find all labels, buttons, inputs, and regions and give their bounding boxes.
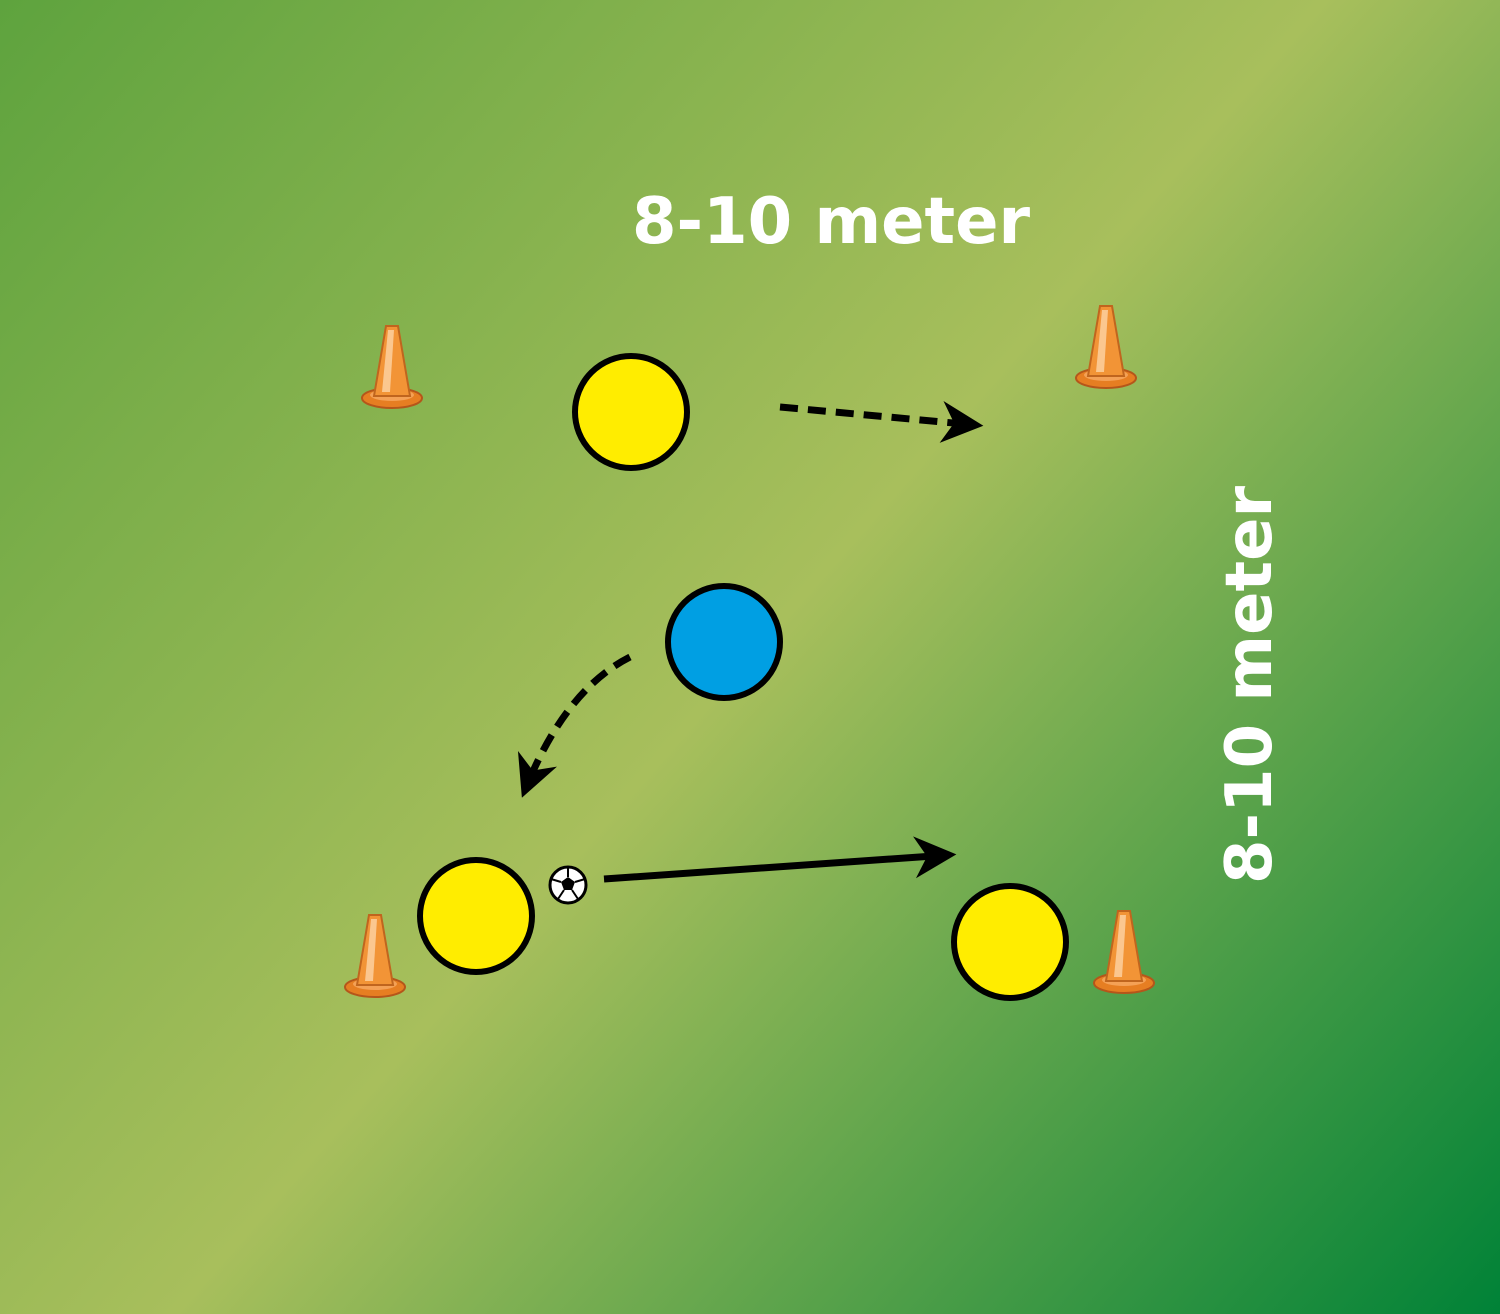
distance-label-horizontal: 8-10 meter — [632, 185, 1031, 259]
ball-icon — [548, 865, 588, 905]
blue-player-center — [665, 583, 783, 701]
distance-label-vertical: 8-10 meter — [1213, 485, 1287, 885]
yellow-player-top — [572, 353, 690, 471]
yellow-player-bottom-left — [417, 857, 535, 975]
pass-arrow — [603, 836, 957, 883]
run-arrow-top — [779, 401, 984, 443]
yellow-player-bottom-right — [951, 883, 1069, 1001]
run-arrow-blue — [517, 653, 632, 798]
